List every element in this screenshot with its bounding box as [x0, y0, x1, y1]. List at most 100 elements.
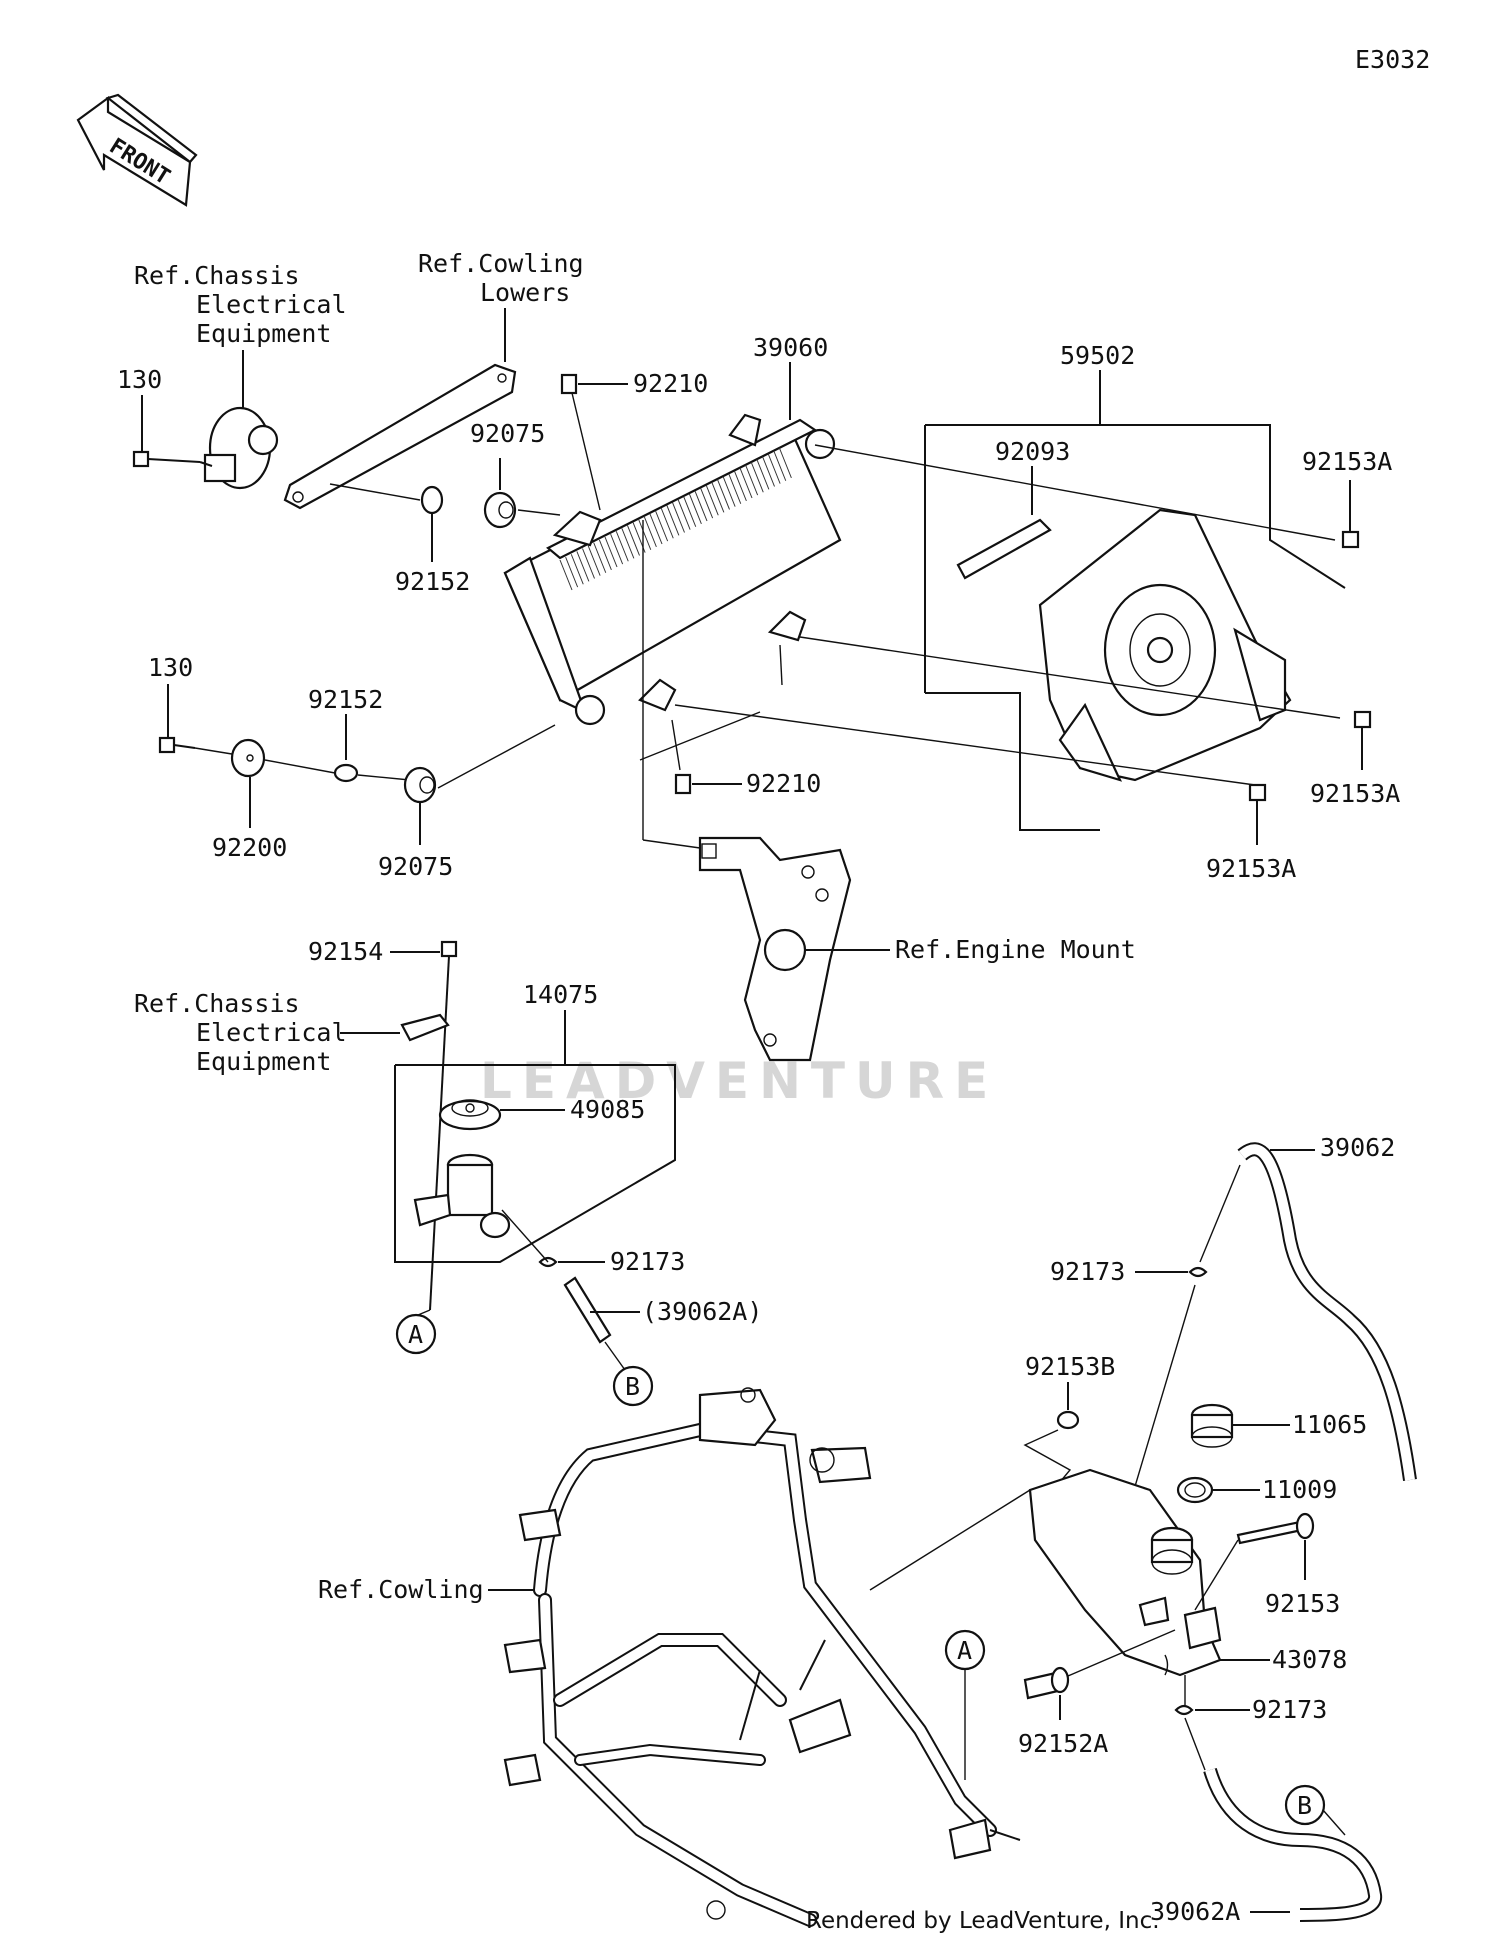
radiator-fin-line [587, 545, 601, 576]
marker-b-right-label: B [1297, 1791, 1312, 1820]
bolt-92153 [1236, 1512, 1315, 1545]
label-92152-mid: 92152 [308, 685, 383, 714]
clip-92173-2 [1188, 1266, 1208, 1278]
hose-39062A-segment [563, 1276, 612, 1344]
label-92154: 92154 [308, 937, 383, 966]
ref-chassis-electrical-2-line2: Electrical [196, 1018, 347, 1047]
radiator-fin-line [756, 459, 770, 490]
ref-cowling-lowers-line2: Lowers [480, 278, 570, 307]
ref-chassis-electrical-2-line3: Equipment [196, 1047, 331, 1076]
filler-neck-part [413, 1153, 511, 1239]
screw-92154 [429, 940, 458, 1311]
radiator-fin-line [570, 554, 584, 585]
hose-39062 [1237, 1142, 1417, 1481]
cowling-bracket-part [283, 363, 517, 510]
label-92173-2: 92173 [1050, 1257, 1125, 1286]
radiator-fin-line [598, 539, 612, 571]
radiator-fin-line [711, 482, 725, 513]
marker-b-left [612, 1365, 654, 1407]
diagram-code: E3032 [1355, 45, 1430, 74]
clamp-part [400, 1013, 450, 1042]
radiator-fin-line [728, 473, 742, 504]
bolt-92153A-3 [1248, 783, 1267, 802]
marker-a-left-label: A [408, 1320, 423, 1349]
ref-chassis-electrical-2-line1: Ref.Chassis [134, 989, 300, 1018]
ref-chassis-electrical-1-line1: Ref.Chassis [134, 261, 300, 290]
collar-92152A [1023, 1666, 1070, 1700]
front-arrow-icon: FRONT [76, 93, 198, 207]
radiator-fin-line [582, 548, 595, 579]
radiator-fin-line [688, 493, 702, 525]
radiator-cap-49085 [438, 1099, 502, 1131]
washer-92200 [230, 738, 266, 778]
ref-chassis-electrical-1-line3: Equipment [196, 319, 331, 348]
label-59502: 59502 [1060, 341, 1135, 370]
marker-b-left-label: B [625, 1372, 640, 1401]
fan-assembly-59502 [1038, 508, 1292, 782]
collar-92152-mid [333, 763, 359, 783]
radiator-fin-line [565, 556, 579, 588]
label-11065: 11065 [1292, 1410, 1367, 1439]
ref-chassis-electrical-1-line2: Electrical [196, 290, 347, 319]
label-92093: 92093 [995, 437, 1070, 466]
label-92153A-3: 92153A [1206, 854, 1296, 883]
label-43078: 43078 [1272, 1645, 1347, 1674]
horn-part [203, 406, 279, 490]
radiator-fin-line [705, 485, 719, 516]
label-39062: 39062 [1320, 1133, 1395, 1162]
bolt-92153A-2 [1353, 710, 1372, 729]
label-39062A: 39062A [1150, 1897, 1240, 1926]
label-49085: 49085 [570, 1095, 645, 1124]
label-39060: 39060 [753, 333, 828, 362]
marker-a-left [395, 1313, 437, 1355]
radiator-fin-line [778, 447, 792, 479]
collar-92152-top [420, 485, 444, 515]
label-92173-3: 92173 [1252, 1695, 1327, 1724]
seal-92093 [956, 518, 1052, 580]
radiator-fin-line [604, 536, 618, 568]
footer-credit: Rendered by LeadVenture, Inc. [806, 1908, 1160, 1934]
label-92153A-1: 92153A [1302, 447, 1392, 476]
clip-92210-top [560, 373, 578, 395]
radiator-fin-line [750, 462, 764, 493]
radiator-fin-line [773, 450, 787, 481]
label-130-top: 130 [117, 365, 162, 394]
label-92152A: 92152A [1018, 1729, 1108, 1758]
radiator-fin-line [660, 508, 674, 539]
label-92200: 92200 [212, 833, 287, 862]
watermark: LEADVENTURE [480, 1052, 998, 1110]
label-14075: 14075 [523, 980, 598, 1009]
reservoir-tank-43078 [1028, 1468, 1222, 1677]
clip-92210-bottom [674, 773, 692, 795]
radiator-fin-line [767, 453, 781, 484]
bolt-92153A-1 [1341, 530, 1360, 549]
cowling-stay-frame [503, 1387, 1021, 1927]
radiator-39060 [503, 413, 842, 726]
radiator-fin-line [717, 479, 730, 510]
bolt-92153B [1056, 1410, 1080, 1430]
bolt-130-bottom [158, 736, 196, 754]
bolt-130-top [132, 450, 201, 468]
radiator-fin-line [649, 513, 663, 545]
label-92153A-2: 92153A [1310, 779, 1400, 808]
label-92075-top: 92075 [470, 419, 545, 448]
radiator-fin-line [576, 551, 590, 582]
ref-cowling: Ref.Cowling [318, 1575, 484, 1604]
cap-11065 [1190, 1403, 1234, 1448]
radiator-fin-line [762, 456, 775, 487]
clip-92173-3 [1174, 1704, 1194, 1716]
radiator-fin-line [559, 559, 573, 591]
label-39062A-paren: (39062A) [642, 1297, 762, 1326]
radiator-fin-line [677, 499, 691, 530]
grommet-92075-top [483, 491, 517, 529]
radiator-fin-line [638, 519, 652, 550]
radiator-fin-line [694, 490, 708, 522]
marker-b-right [1284, 1784, 1326, 1826]
label-92153: 92153 [1265, 1589, 1340, 1618]
radiator-fin-line [615, 531, 629, 562]
label-11009: 11009 [1262, 1475, 1337, 1504]
gasket-11009 [1176, 1476, 1214, 1504]
label-92173-1: 92173 [610, 1247, 685, 1276]
radiator-fin-line [610, 533, 624, 565]
